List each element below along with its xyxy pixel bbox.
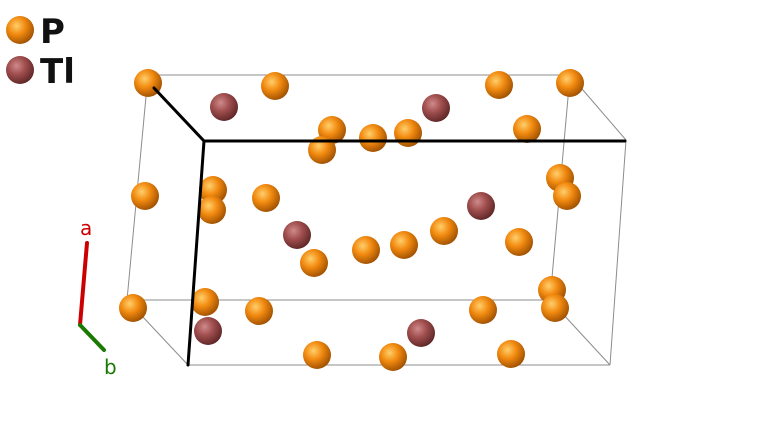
atom-p (131, 182, 159, 210)
atom-p (556, 69, 584, 97)
atom-tl (407, 319, 435, 347)
axis-b-line (78, 323, 106, 352)
orientation-axes: a b (78, 216, 117, 379)
atom-p (191, 288, 219, 316)
atom-p (261, 72, 289, 100)
atom-p (390, 231, 418, 259)
atom-p (497, 340, 525, 368)
axis-a-label: a (80, 216, 92, 240)
atom-tl (467, 192, 495, 220)
atom-p (245, 297, 273, 325)
atom-tl (283, 221, 311, 249)
legend-item-p: P (6, 12, 65, 52)
atom-p (379, 343, 407, 371)
atom-p (308, 136, 336, 164)
atom-p (485, 71, 513, 99)
atoms-layer (119, 69, 584, 371)
tl-swatch-icon (6, 56, 34, 84)
atom-p (198, 196, 226, 224)
atom-p (352, 236, 380, 264)
atom-p (303, 341, 331, 369)
atom-p (513, 115, 541, 143)
p-swatch-icon (6, 16, 34, 44)
atom-p (119, 294, 147, 322)
atom-p (199, 176, 227, 204)
cell-edge (609, 139, 627, 366)
atom-p (430, 217, 458, 245)
lattice-vectors (152, 86, 627, 367)
atom-p (505, 228, 533, 256)
lattice-vector-a (186, 139, 206, 367)
legend-label-tl: Tl (40, 52, 75, 92)
atom-p (252, 184, 280, 212)
legend: P Tl (6, 12, 75, 92)
atom-p (359, 124, 387, 152)
lattice-vector-b (152, 86, 206, 143)
atom-p (553, 182, 581, 210)
atom-p (469, 296, 497, 324)
legend-label-p: P (40, 12, 65, 52)
atom-tl (210, 93, 238, 121)
atom-p (300, 249, 328, 277)
atom-p (541, 294, 569, 322)
axis-b-label: b (104, 355, 117, 379)
atom-tl (194, 317, 222, 345)
atom-tl (422, 94, 450, 122)
legend-item-tl: Tl (6, 52, 75, 92)
axis-a-line (78, 241, 89, 327)
atom-p (394, 119, 422, 147)
